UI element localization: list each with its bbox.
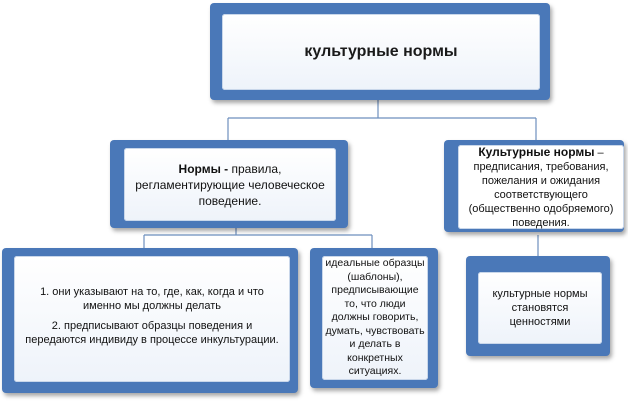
title-box: культурные нормы (222, 14, 540, 90)
cultural-norms-term: Культурные нормы (478, 144, 595, 159)
cultural-norms-text: Культурные нормы – предписания, требован… (462, 145, 620, 230)
cultural-norms-box: Культурные нормы – предписания, требован… (458, 145, 624, 229)
values-text: культурные нормы становятся ценностями (492, 288, 588, 328)
values-box: культурные нормы становятся ценностями (478, 272, 602, 344)
points-list: 1. они указывают на то, где, как, когда … (24, 285, 280, 353)
ideal-text: идеальные образцы (шаблоны), предписываю… (325, 257, 425, 378)
norms-term: Нормы - (178, 161, 229, 176)
norms-text: Нормы - правила, регламентирующие челове… (134, 161, 326, 209)
points-box: 1. они указывают на то, где, как, когда … (14, 256, 290, 382)
cultural-norms-definition: – предписания, требования, пожелания и о… (468, 146, 614, 229)
point-1: 1. они указывают на то, где, как, когда … (40, 286, 264, 312)
ideal-box: идеальные образцы (шаблоны), предписываю… (322, 256, 428, 380)
diagram-title: культурные нормы (304, 43, 458, 60)
point-2: 2. предписывают образцы поведения и пере… (25, 320, 279, 346)
norms-box: Нормы - правила, регламентирующие челове… (124, 148, 336, 221)
norms-definition: правила, регламентирующие человеческое п… (135, 161, 325, 208)
